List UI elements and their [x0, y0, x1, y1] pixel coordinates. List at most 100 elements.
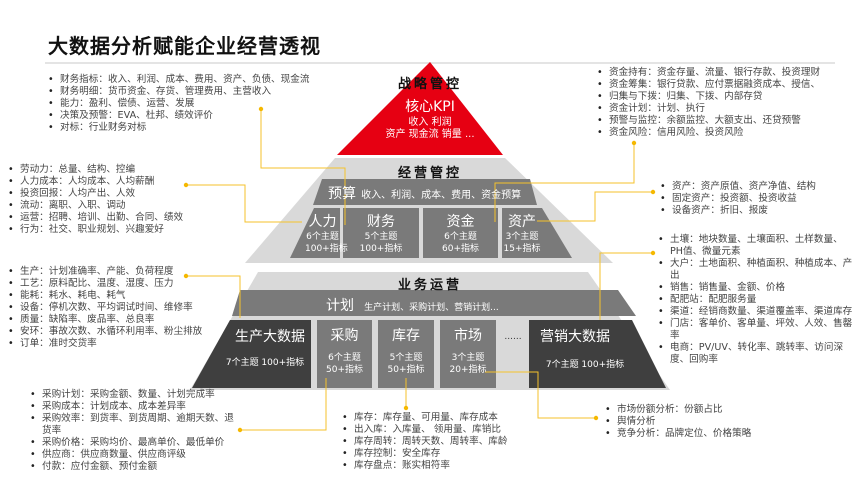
list-item: 资金计划：计划、执行	[597, 103, 820, 115]
inventory-list: 库存：库存量、可用量、库存成本出入库：入库量、 领用量、库销比库存周转：周转天数…	[342, 412, 508, 472]
list-item: 工艺：原料配比、温度、湿度、压力	[8, 278, 202, 290]
connector-production	[186, 275, 241, 318]
list-item: 财务指标：收入、利润、成本、费用、资产、负债、现金流	[48, 74, 309, 86]
list-item: 对标：行业财务对标	[48, 122, 309, 134]
list-item: 能耗：耗水、耗电、耗气	[8, 290, 202, 302]
list-item: 采购效率：到货率、到货周期、逾期天数、退货率	[30, 413, 235, 437]
kpi-line1: 收入 利润	[408, 117, 452, 128]
operation-label: 经营管控	[397, 166, 462, 181]
assets-box	[502, 208, 572, 258]
list-item: 财务明细：货币资金、存货、管理费用、主营收入	[48, 86, 309, 98]
production-desc: 7个主题 100+指标	[225, 358, 305, 368]
list-item: 出入库：入库量、 领用量、库销比	[342, 424, 508, 436]
list-item: 资金风险：信用风险、投资风险	[597, 127, 820, 139]
hr-list: 劳动力：总量、结构、控编人力成本：人均成本、人均薪酬投资回报：人均产出、人效流动…	[8, 164, 183, 236]
list-item: 库存：库存量、可用量、库存成本	[342, 412, 508, 424]
list-item: 能力：盈利、偿债、运营、发展	[48, 98, 309, 110]
purchase-box	[317, 320, 372, 388]
op-box-finance: 财务 5个主题 100+指标	[343, 211, 419, 255]
connector-purchase	[240, 378, 327, 431]
list-item: 采购计划：采购金额、数量、计划完成率	[30, 389, 235, 401]
box-metrics: 20+指标	[449, 365, 487, 375]
list-item: 设备资产：折旧、报废	[660, 205, 816, 217]
box-name: 人力	[308, 214, 337, 230]
budget-title: 预算	[328, 186, 356, 202]
list-item: 电商：PV/UV、转化率、跳转率、访问深度、回购率	[658, 342, 853, 366]
list-item: 付款：应付金额、预付金额	[30, 461, 235, 473]
inventory-box	[378, 320, 434, 388]
box-name: 采购	[330, 328, 359, 344]
list-item: 库存盘点：账实相符率	[342, 460, 508, 472]
business-label: 业务运营	[397, 278, 462, 293]
box-topics: 6个主题	[306, 232, 339, 242]
production-list: 生产：计划准确率、产能、负荷程度工艺：原料配比、温度、湿度、压力能耗：耗水、耗电…	[8, 266, 202, 350]
box-topics: 6个主题	[444, 232, 477, 242]
list-item: 流动：离职、入职、调动	[8, 200, 183, 212]
list-item: 资金持有：资金存量、流量、银行存款、投资理财	[597, 67, 820, 79]
strategy-label: 战略管控	[397, 77, 462, 92]
list-item: 库存周转：周转天数、周转率、库龄	[342, 436, 508, 448]
list-item: 归集与下拨：归集、下拨、内部存贷	[597, 91, 820, 103]
box-metrics: 60+指标	[442, 244, 479, 254]
hr-box	[290, 208, 340, 258]
finance-box	[343, 208, 419, 258]
list-item: 资金筹集：银行贷款、应付票据融资成本、授信、	[597, 79, 820, 91]
more-ellipsis: ......	[504, 332, 522, 342]
list-item: 决策及预警：EVA、杜邦、绩效评价	[48, 110, 309, 122]
connector-marketing	[599, 252, 653, 320]
list-item: 库存控制：安全库存	[342, 448, 508, 460]
connector-finance	[260, 109, 346, 225]
box-metrics: 100+指标	[305, 244, 348, 254]
production-box	[192, 320, 311, 388]
biz-box-purchase: 采购 6个主题 50+指标	[317, 325, 372, 376]
box-metrics: 50+指标	[326, 365, 363, 375]
marketing-desc: 7个主题 100+指标	[545, 360, 625, 370]
list-item: 采购成本：计划成本、成本差异率	[30, 401, 235, 413]
marketing-box	[529, 320, 666, 388]
connector-capital	[494, 143, 635, 222]
capital-box	[423, 208, 498, 258]
list-item: 劳动力：总量、结构、控编	[8, 164, 183, 176]
box-topics: 6个主题	[328, 353, 361, 363]
box-topics: 5个主题	[389, 353, 423, 363]
list-item: 预警与监控：余额监控、大额支出、还贷预警	[597, 115, 820, 127]
op-box-capital: 资金 6个主题 60+指标	[423, 211, 498, 255]
list-item: 大户：土地面积、种植面积、种植成本、产出	[658, 258, 853, 282]
list-item: 门店：客单价、客单量、坪效、人效、售罄率	[658, 318, 853, 342]
marketing-list: 土壤：地块数量、土壤面积、土样数量、PH值、微量元素大户：土地面积、种植面积、种…	[658, 234, 853, 366]
list-item: 供应商：供应商数量、供应商评级	[30, 449, 235, 461]
list-item: 质量：缺陷率、废品率、总良率	[8, 314, 202, 326]
box-topics: 5个主题	[364, 232, 398, 242]
list-item: 订单：准时交货率	[8, 338, 202, 350]
box-topics: 3个主题	[451, 353, 485, 363]
assets-list: 资产：资产原值、资产净值、结构固定资产：投资额、投资收益设备资产：折旧、报废	[660, 181, 816, 217]
kpi-title: 核心KPI	[405, 99, 455, 115]
list-item: 行为：社交、职业规划、兴趣爱好	[8, 224, 183, 236]
connector-market	[485, 371, 596, 419]
list-item: 设备：停机次数、平均调试时间、维修率	[8, 302, 202, 314]
box-metrics: 100+指标	[359, 244, 403, 254]
list-item: 市场份额分析：份额占比	[605, 404, 751, 416]
budget-items: 收入、利润、成本、费用、资金预算	[361, 190, 522, 201]
plan-band-text: 计划 生产计划、采购计划、营销计划...	[326, 295, 499, 315]
connector-hr	[186, 184, 302, 223]
budget-band	[313, 179, 537, 205]
list-item: 生产：计划准确率、产能、负荷程度	[8, 266, 202, 278]
op-box-hr: 人力 6个主题 100+指标	[305, 211, 348, 255]
box-metrics: 15+指标	[503, 244, 541, 254]
connector-assets	[537, 191, 653, 222]
list-item: 竞争分析：品牌定位、价格策略	[605, 428, 751, 440]
purchase-list: 采购计划：采购金额、数量、计划完成率采购成本：计划成本、成本差异率采购效率：到货…	[30, 389, 235, 473]
list-item: 舆情分析	[605, 416, 751, 428]
list-item: 固定资产：投资额、投资收益	[660, 193, 816, 205]
list-item: 配肥站：配肥服务量	[658, 294, 853, 306]
list-item: 安环：事故次数、水循环利用率、粉尘排放	[8, 326, 202, 338]
box-name: 资金	[446, 214, 475, 230]
box-name: 财务	[367, 214, 395, 230]
plan-band	[232, 290, 636, 316]
box-name: 库存	[392, 328, 420, 344]
market-list: 市场份额分析：份额占比舆情分析竞争分析：品牌定位、价格策略	[605, 404, 751, 440]
